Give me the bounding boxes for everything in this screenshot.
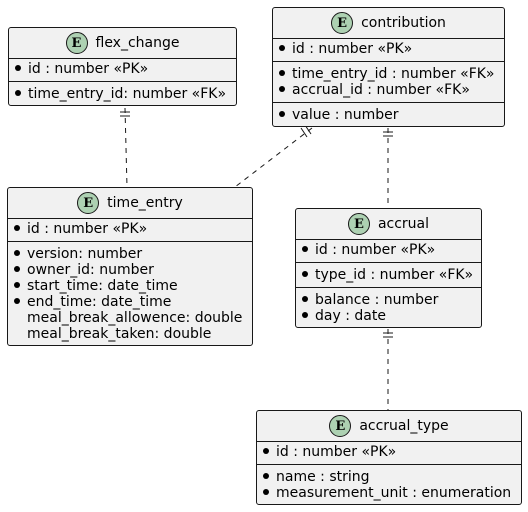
field-separator xyxy=(257,464,521,465)
entity-field: id : number «PK» xyxy=(14,221,246,237)
entity-name: time_entry xyxy=(107,195,183,211)
field-text: id : number «PK» xyxy=(27,221,148,237)
field-separator xyxy=(273,61,504,62)
field-text: value : number xyxy=(292,107,399,123)
entity-field: owner_id: number xyxy=(14,262,246,278)
entity-field: id : number «PK» xyxy=(279,41,498,57)
field-bullet-icon xyxy=(263,473,269,479)
field-bullet-icon xyxy=(302,246,308,252)
field-text: day : date xyxy=(315,308,386,324)
entity-badge-icon: E xyxy=(77,192,100,214)
entity-field: id : number «PK» xyxy=(302,242,475,258)
entity-field: end_time: date_time xyxy=(14,294,246,310)
field-bullet-icon xyxy=(263,489,269,495)
entity-field: accrual_id : number «FK» xyxy=(279,82,498,98)
entity-fields: id : number «PK» time_entry_id : number «… xyxy=(273,39,504,126)
relation-flex-change-time-entry xyxy=(124,107,128,188)
field-text: balance : number xyxy=(315,292,439,308)
field-bullet-icon xyxy=(279,70,285,76)
field-text: meal_break_taken: double xyxy=(27,326,212,342)
one-mandatory-marker xyxy=(300,127,308,138)
field-bullet-icon xyxy=(14,250,20,256)
entity-fields: id : number «PK» time_entry_id: number «F… xyxy=(9,59,236,105)
field-bullet-icon xyxy=(302,296,308,302)
entity-badge-icon: E xyxy=(347,213,370,235)
field-bullet-icon xyxy=(14,266,20,272)
entity-field: value : number xyxy=(279,107,498,123)
entity-field: start_time: date_time xyxy=(14,278,246,294)
entity-field: day : date xyxy=(302,308,475,324)
entity-badge-icon: E xyxy=(65,32,88,54)
field-text: type_id : number «FK» xyxy=(315,267,474,283)
field-text: time_entry_id : number «FK» xyxy=(292,66,495,82)
field-bullet-icon xyxy=(279,45,285,51)
field-text: id : number «PK» xyxy=(292,41,413,57)
field-separator xyxy=(8,241,252,242)
field-bullet-icon xyxy=(302,271,308,277)
field-separator xyxy=(296,262,481,263)
field-bullet-icon xyxy=(14,298,20,304)
field-text: meal_break_allowence: double xyxy=(27,310,243,326)
entity-field: measurement_unit : enumeration xyxy=(263,485,515,501)
field-separator xyxy=(9,81,236,82)
field-text: start_time: date_time xyxy=(27,278,178,294)
entity-field: time_entry_id: number «FK» xyxy=(15,86,230,102)
entity-field: id : number «PK» xyxy=(263,444,515,460)
field-text: name : string xyxy=(276,469,370,485)
entity-name: flex_change xyxy=(95,35,180,51)
entity-field: time_entry_id : number «FK» xyxy=(279,66,498,82)
relation-contribution-time-entry xyxy=(234,127,313,188)
field-bullet-icon xyxy=(302,312,308,318)
entity-field: balance : number xyxy=(302,292,475,308)
field-text: time_entry_id: number «FK» xyxy=(28,86,227,102)
entity-field: meal_break_allowence: double xyxy=(14,310,246,326)
field-text: end_time: date_time xyxy=(27,294,172,310)
field-text: id : number «PK» xyxy=(276,444,397,460)
field-text: accrual_id : number «FK» xyxy=(292,82,470,98)
entity-fields: id : number «PK» type_id : number «FK» bal… xyxy=(296,240,481,327)
entity-name: accrual xyxy=(377,216,430,232)
entity-field: id : number «PK» xyxy=(15,61,230,77)
field-text: id : number «PK» xyxy=(315,242,436,258)
field-text: measurement_unit : enumeration xyxy=(276,485,512,501)
entity-field: name : string xyxy=(263,469,515,485)
field-bullet-icon xyxy=(14,225,20,231)
field-bullet-icon xyxy=(15,90,21,96)
field-bullet-icon xyxy=(14,282,20,288)
entity-field: meal_break_taken: double xyxy=(14,326,246,342)
entity-badge-icon: E xyxy=(331,12,354,34)
entity-name: contribution xyxy=(361,15,446,31)
field-text: owner_id: number xyxy=(27,262,154,278)
field-separator xyxy=(296,287,481,288)
field-bullet-icon xyxy=(279,111,285,117)
entity-name: accrual_type xyxy=(359,418,449,434)
entity-field: type_id : number «FK» xyxy=(302,267,475,283)
field-bullet-icon xyxy=(15,65,21,71)
field-separator xyxy=(273,102,504,103)
field-bullet-icon xyxy=(279,86,285,92)
field-text: id : number «PK» xyxy=(28,61,149,77)
field-text: version: number xyxy=(27,246,143,262)
entity-badge-icon: E xyxy=(329,415,352,437)
entity-field: version: number xyxy=(14,246,246,262)
field-bullet-icon xyxy=(263,448,269,454)
